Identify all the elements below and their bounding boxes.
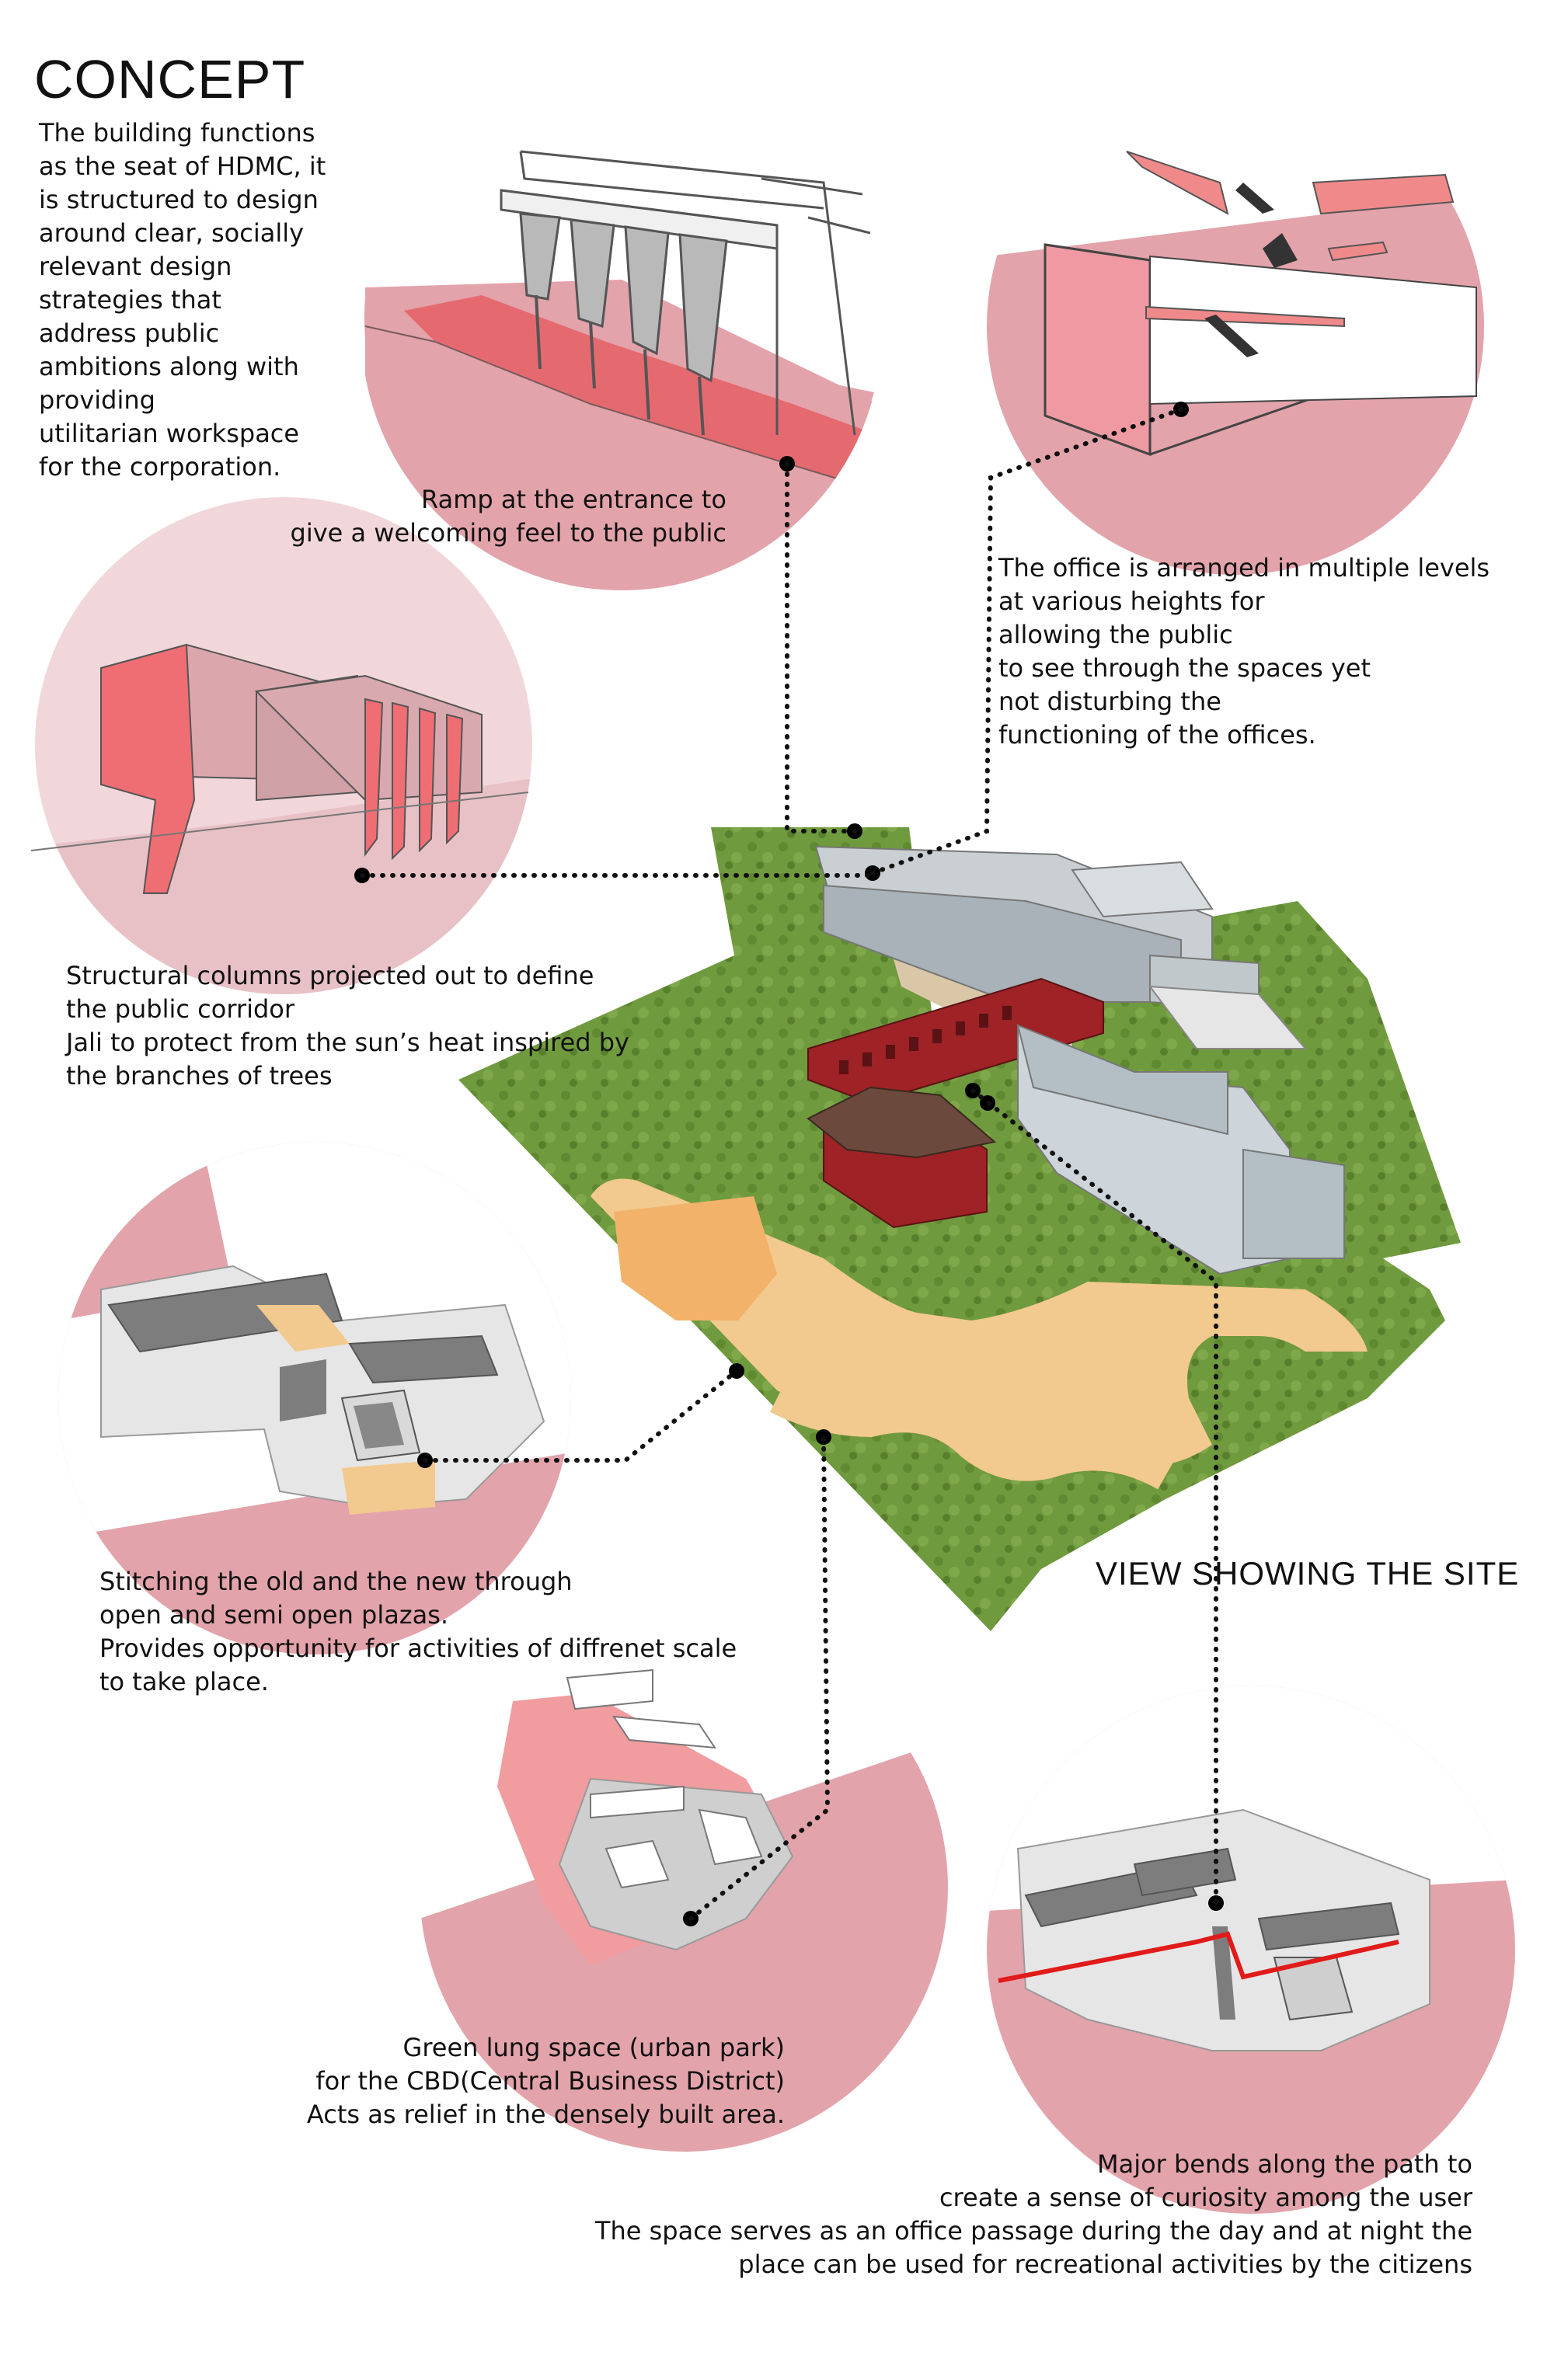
site-view — [458, 823, 1461, 1631]
plazas-vignette — [58, 1142, 571, 1655]
bends-vignette — [987, 1686, 1515, 2214]
caption-plazas: Stitching the old and the new through op… — [99, 1567, 737, 1696]
site-view-label: VIEW SHOWING THE SITE — [1096, 1555, 1520, 1592]
caption-office: The office is arranged in multiple level… — [998, 553, 1490, 750]
office-levels-vignette — [987, 151, 1484, 575]
caption-ramp: Ramp at the entrance to give a welcoming… — [290, 485, 727, 548]
caption-bends: Major bends along the path to create a s… — [594, 2149, 1472, 2279]
caption-green-lung: Green lung space (urban park) for the CB… — [306, 2033, 785, 2129]
ramp-vignette — [364, 150, 878, 590]
caption-columns: Structural columns projected out to defi… — [66, 961, 629, 1091]
page-title: CONCEPT — [34, 49, 306, 110]
intro-text: The building functions as the seat of HD… — [39, 118, 326, 482]
green-lung-vignette — [420, 1623, 948, 2152]
leader-lines — [360, 407, 1218, 1921]
columns-vignette — [30, 497, 532, 994]
